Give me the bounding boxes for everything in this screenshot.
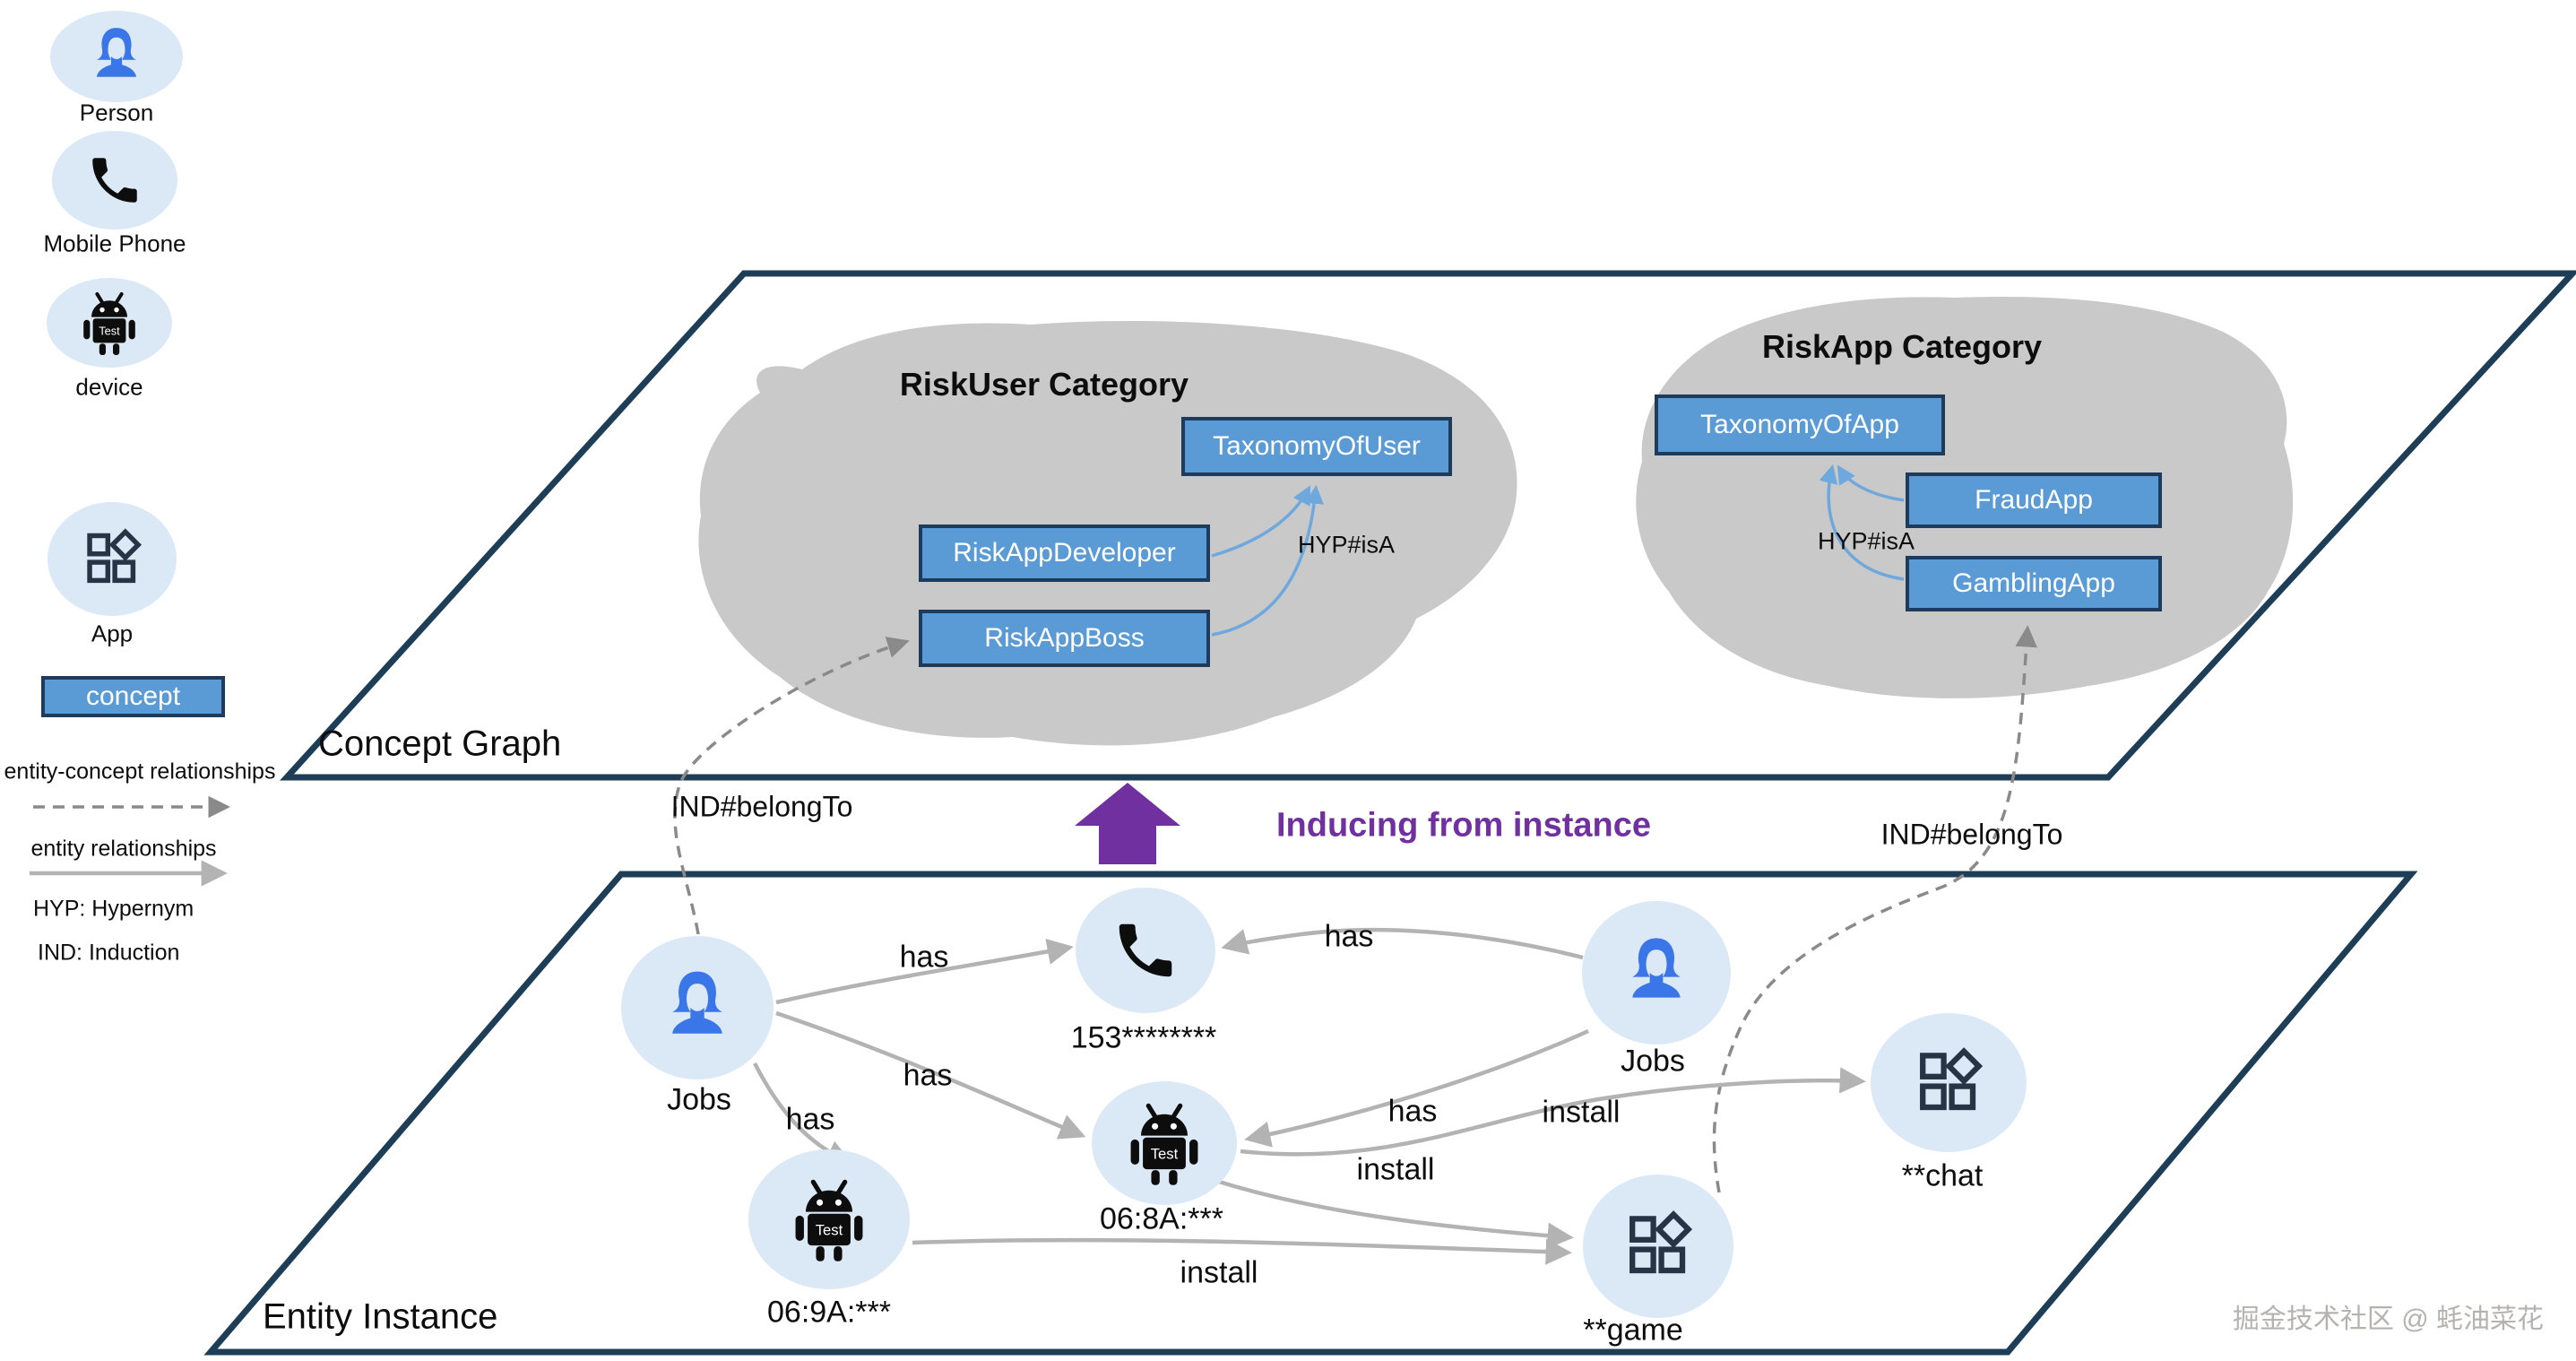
entity-node-device-b: Test xyxy=(748,1149,910,1289)
edge-label-has-4: has xyxy=(1324,919,1374,954)
concept-graph-title: Concept Graph xyxy=(318,724,562,764)
concept-box-fraudapp: FraudApp xyxy=(1906,472,2162,528)
risk-user-category-title: RiskUser Category xyxy=(899,366,1189,403)
watermark: 掘金技术社区 @ 蚝油菜花 xyxy=(2232,1305,2544,1334)
android-icon: Test xyxy=(83,292,135,355)
android-test-badge: Test xyxy=(99,325,120,338)
ind-edge-game-gamblingapp xyxy=(1712,625,2037,1193)
hyp-edge-fraudapp-taxonomyofapp xyxy=(1837,464,1905,502)
edge-deviceb-game xyxy=(912,1237,1572,1265)
entity-label-game: **game xyxy=(1583,1313,1683,1348)
edge-devicea-chat xyxy=(1240,1067,1866,1157)
edge-label-install-3: install xyxy=(1180,1255,1258,1290)
ind-belongto-right-label: IND#belongTo xyxy=(1880,818,2063,851)
app-icon xyxy=(87,527,143,583)
edge-jobsright-phone xyxy=(1221,927,1584,960)
person-icon xyxy=(1632,938,1681,998)
legend-phone-label: Mobile Phone xyxy=(43,230,186,257)
concept-box-riskappdeveloper: RiskAppDeveloper xyxy=(919,524,1210,582)
entity-node-phone xyxy=(1076,888,1215,1013)
android-test-badge: Test xyxy=(816,1222,843,1239)
entity-label-jobs-right: Jobs xyxy=(1621,1044,1685,1079)
riskappdeveloper-label: RiskAppDeveloper xyxy=(953,538,1176,568)
hyp-edge-gamblingapp-taxonomyofapp xyxy=(1819,464,1905,581)
app-icon xyxy=(1920,1046,1984,1110)
entity-instance-parallelogram xyxy=(203,871,2418,1356)
entity-node-jobs-left xyxy=(621,936,774,1079)
person-icon xyxy=(672,971,722,1034)
risk-user-hyp-isa-label: HYP#isA xyxy=(1297,531,1396,559)
entity-label-device-b: 06:9A:*** xyxy=(767,1295,891,1330)
hyp-edge-riskappdeveloper-taxonomyofuser xyxy=(1211,485,1310,558)
legend-concept-box: concept xyxy=(41,676,225,717)
phone-icon xyxy=(1119,923,1172,977)
entity-node-chat xyxy=(1871,1013,2027,1152)
entity-node-game xyxy=(1583,1175,1733,1318)
ind-edge-jobs-riskappboss xyxy=(673,637,910,935)
taxonomyofapp-label: TaxonomyOfApp xyxy=(1700,410,1899,439)
edge-label-has-3: has xyxy=(785,1102,835,1137)
concept-box-riskappboss: RiskAppBoss xyxy=(919,610,1210,667)
entity-label-phone: 153******** xyxy=(1070,1020,1217,1055)
legend-hyp-label: HYP: Hypernym xyxy=(33,896,194,922)
riskappboss-label: RiskAppBoss xyxy=(984,623,1145,653)
edge-label-has-5: has xyxy=(1387,1094,1438,1129)
entity-label-device-a: 06:8A:*** xyxy=(1100,1201,1223,1236)
concept-graph-parallelogram xyxy=(280,270,2576,781)
legend-person-label: Person xyxy=(79,99,154,126)
hyp-edge-riskappboss-taxonomyofuser xyxy=(1211,484,1324,637)
legend-device-node: Test xyxy=(47,278,172,368)
entity-label-chat: **chat xyxy=(1901,1158,1984,1193)
taxonomyofuser-label: TaxonomyOfUser xyxy=(1213,431,1421,461)
gamblingapp-label: GamblingApp xyxy=(1952,568,2115,598)
app-icon xyxy=(1629,1210,1693,1274)
ind-belongto-left-label: IND#belongTo xyxy=(670,790,853,823)
inducing-up-arrow xyxy=(1075,783,1180,864)
edge-devicea-game xyxy=(1218,1179,1574,1249)
edge-label-install-2: install xyxy=(1356,1152,1435,1187)
edge-jobsleft-phone xyxy=(775,938,1074,1005)
android-test-badge: Test xyxy=(1151,1146,1179,1163)
fraudapp-label: FraudApp xyxy=(1975,485,2093,515)
risk-app-hyp-isa-label: HYP#isA xyxy=(1817,527,1915,555)
concept-box-gamblingapp: GamblingApp xyxy=(1906,556,2162,611)
legend-ind-label: IND: Induction xyxy=(38,940,180,966)
edge-label-has-1: has xyxy=(899,940,949,975)
concept-box-taxonomyofapp: TaxonomyOfApp xyxy=(1655,394,1945,455)
phone-icon xyxy=(92,158,137,203)
entity-node-jobs-right xyxy=(1582,901,1731,1045)
inducing-from-instance-label: Inducing from instance xyxy=(1275,806,1652,845)
legend-device-label: device xyxy=(75,373,143,401)
concept-box-taxonomyofuser: TaxonomyOfUser xyxy=(1181,417,1452,476)
edge-jobsleft-devicea xyxy=(775,1010,1086,1140)
person-icon xyxy=(96,28,137,77)
edge-jobsright-devicea xyxy=(1244,1028,1589,1148)
android-icon: Test xyxy=(1130,1103,1198,1185)
legend-entity-concept-label: entity-concept relationships xyxy=(4,759,276,785)
android-icon: Test xyxy=(795,1179,863,1261)
legend-concept-label: concept xyxy=(85,681,181,711)
entity-label-jobs-left: Jobs xyxy=(667,1082,731,1117)
entity-node-device-a: Test xyxy=(1092,1081,1237,1205)
risk-app-category-title: RiskApp Category xyxy=(1761,328,2043,365)
edge-label-install-1: install xyxy=(1542,1095,1621,1130)
edge-label-has-2: has xyxy=(903,1058,953,1093)
legend-phone-node xyxy=(52,131,177,230)
legend-person-node xyxy=(50,11,183,102)
legend-app-node xyxy=(48,502,177,616)
legend-app-label: App xyxy=(91,620,134,647)
legend-entity-relationships-label: entity relationships xyxy=(30,836,217,862)
entity-instance-title: Entity Instance xyxy=(263,1296,498,1337)
